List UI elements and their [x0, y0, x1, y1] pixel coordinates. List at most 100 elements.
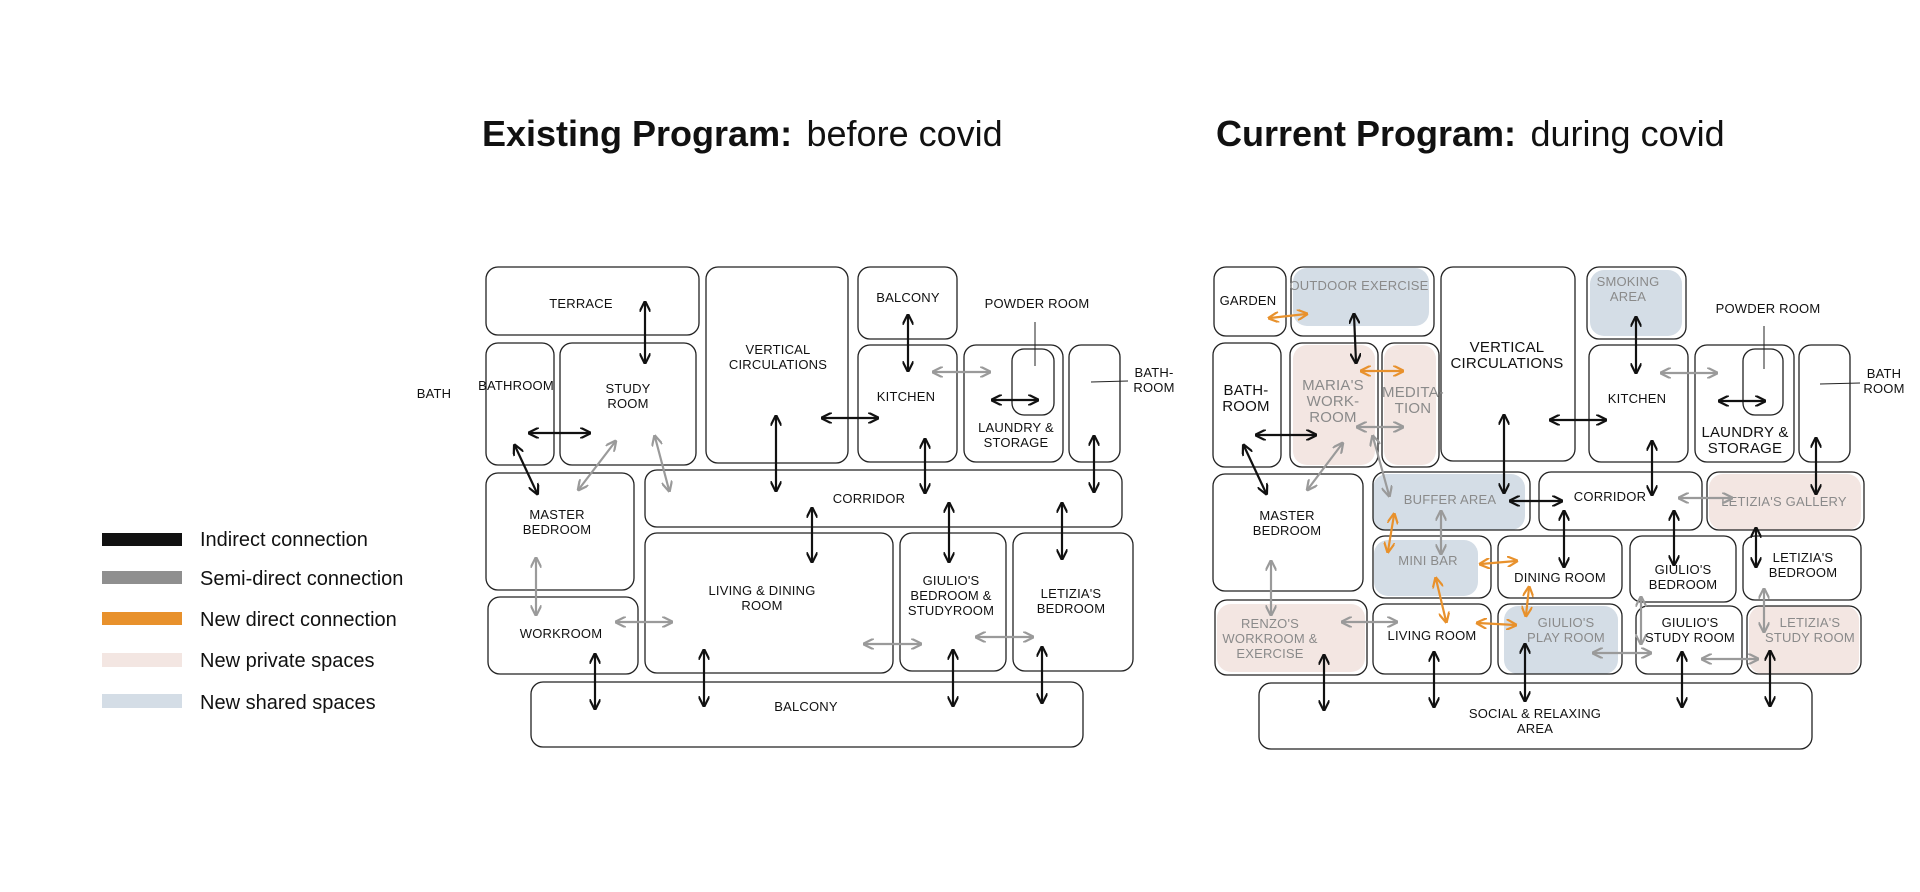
label-line: LIVING ROOM: [1388, 628, 1477, 643]
label-line: BEDROOM: [1253, 523, 1322, 538]
label-line: ROOM: [607, 396, 648, 411]
label-line: STORAGE: [1708, 440, 1782, 457]
shade-letizia-study: [1749, 606, 1859, 674]
label-line: CORRIDOR: [833, 491, 905, 506]
room-laundry-inner: [1742, 348, 1784, 416]
label-line: MASTER: [529, 507, 584, 522]
arrow-new-direct: [1436, 579, 1446, 621]
label-line: GARDEN: [1220, 293, 1277, 308]
label-garden: GARDEN: [1220, 293, 1277, 308]
label-line: WORKROOM &: [1222, 631, 1317, 646]
room-master-bedroom: [1212, 473, 1364, 592]
arrow-new-direct: [1526, 588, 1529, 615]
label-line: STUDY ROOM: [1765, 630, 1855, 645]
label-bath-outside: BATH: [417, 386, 452, 401]
label-powder-room: POWDER ROOM: [985, 296, 1090, 311]
leader-bath-right: [1819, 382, 1861, 385]
room-workroom: [487, 596, 639, 675]
arrow-indirect: [515, 446, 537, 493]
legend-swatch-new-direct: [102, 612, 182, 625]
room-balcony-bottom: [530, 681, 1084, 748]
leader-bath-room-right: [1090, 380, 1129, 383]
label-line: BALCONY: [876, 290, 940, 305]
label-line: LETIZIA'S: [1773, 550, 1834, 565]
label-line: BATH: [1867, 366, 1902, 381]
room-bath-right: [1798, 344, 1851, 463]
label-line: ROOM: [741, 598, 782, 613]
arrow-semi-direct: [579, 442, 615, 489]
label-line: VERTICAL: [746, 342, 811, 357]
label-powder-room: POWDER ROOM: [1716, 301, 1821, 316]
label-terrace: TERRACE: [549, 296, 613, 311]
arrow-new-direct: [1388, 515, 1394, 551]
label-living: LIVING ROOM: [1388, 628, 1477, 643]
room-bathroom: [485, 342, 555, 466]
room-meditation: [1381, 342, 1440, 468]
arrow-new-direct: [1478, 623, 1515, 625]
label-balcony-bottom: BALCONY: [774, 699, 838, 714]
label-line: DINING ROOM: [1514, 570, 1606, 585]
room-corridor: [644, 469, 1123, 528]
label-line: WORKROOM: [520, 626, 602, 641]
label-line: LETIZIA'S GALLERY: [1721, 494, 1847, 509]
legend-swatch-new-private: [102, 653, 182, 667]
legend-swatch-semi-direct: [102, 571, 182, 584]
label-dining: DINING ROOM: [1514, 570, 1606, 585]
label-line: ROOM: [1133, 380, 1174, 395]
label-line: MASTER: [1259, 508, 1314, 523]
room-garden: [1213, 266, 1287, 337]
label-line: GIULIO'S: [1662, 615, 1719, 630]
label-line: TION: [1395, 400, 1432, 417]
label-line: WORK-: [1307, 393, 1360, 410]
label-line: STUDY: [605, 381, 650, 396]
label-line: BATHROOM: [478, 378, 554, 393]
label-line: BEDROOM &: [910, 588, 991, 603]
arrow-indirect: [1354, 315, 1356, 362]
legend: Indirect connection Semi-direct connecti…: [102, 529, 403, 714]
label-line: AREA: [1517, 721, 1553, 736]
label-line: LAUNDRY &: [1701, 424, 1788, 441]
legend-swatch-indirect: [102, 533, 182, 546]
room-laundry-inner: [1011, 348, 1055, 416]
label-line: ROOM: [1222, 398, 1269, 415]
label-laundry: LAUNDRY &STORAGE: [1701, 424, 1788, 457]
label-line: TERRACE: [549, 296, 613, 311]
shade-giulio-play: [1504, 606, 1618, 674]
arrow-semi-direct: [1308, 444, 1342, 489]
label-buffer-area: BUFFER AREA: [1404, 492, 1497, 507]
arrow-semi-direct: [1373, 437, 1389, 495]
label-line: BEDROOM: [523, 522, 592, 537]
legend-label-new-direct: New direct connection: [200, 609, 397, 631]
label-line: KITCHEN: [877, 389, 935, 404]
shade-outdoor-exercise: [1293, 268, 1429, 326]
arrow-new-direct: [1481, 561, 1516, 564]
label-line: BEDROOM: [1769, 565, 1838, 580]
label-line: POWDER ROOM: [1716, 301, 1821, 316]
right-title-light: during covid: [1531, 113, 1725, 154]
label-line: ROOM: [1309, 409, 1356, 426]
legend-label-indirect: Indirect connection: [200, 529, 368, 551]
label-letizia-gallery: LETIZIA'S GALLERY: [1721, 494, 1847, 509]
label-line: KITCHEN: [1608, 391, 1666, 406]
room-renzo-workroom: [1214, 599, 1368, 676]
label-line: STUDY ROOM: [1645, 630, 1735, 645]
shade-mini-bar: [1374, 540, 1478, 596]
label-bathroom: BATHROOM: [478, 378, 554, 393]
left-title: Existing Program: before covid: [482, 113, 1003, 154]
room-giulio-bedroom: [1629, 535, 1737, 603]
room-letizia-study: [1746, 605, 1862, 675]
label-line: CORRIDOR: [1574, 489, 1646, 504]
arrow-new-direct: [1270, 314, 1306, 318]
room-living-dining: [644, 532, 894, 674]
